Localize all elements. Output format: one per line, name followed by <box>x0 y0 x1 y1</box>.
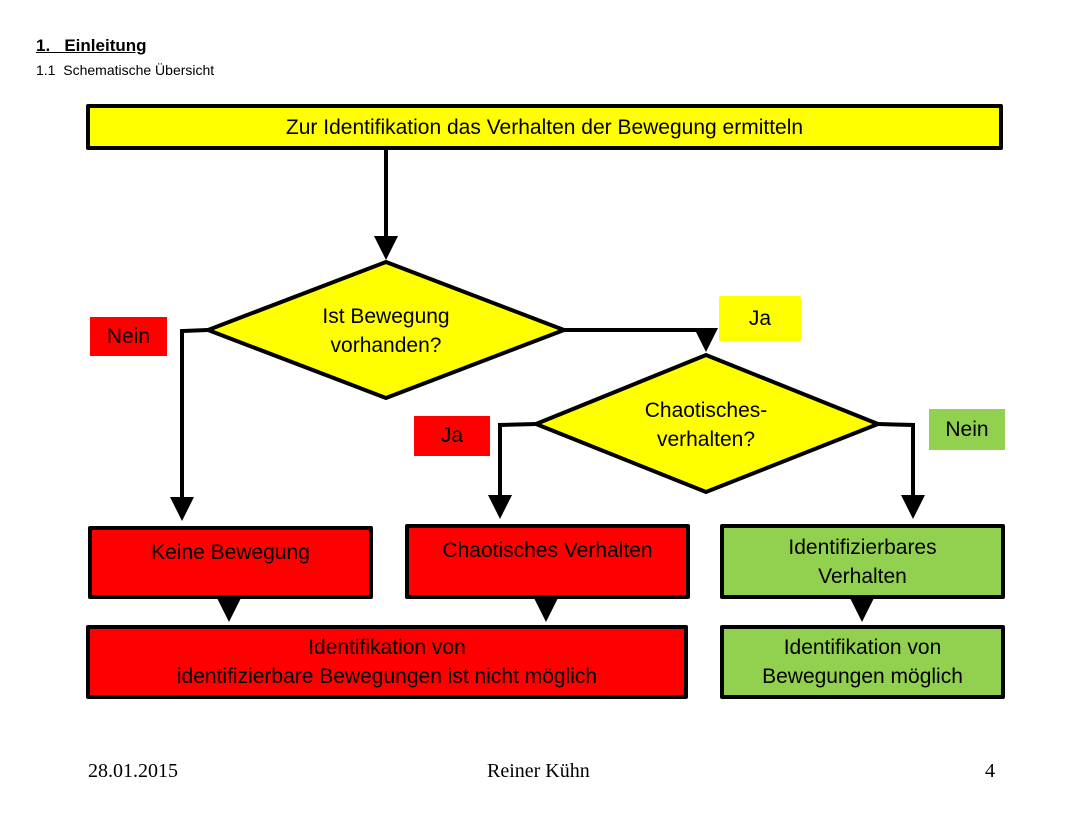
decision2-line1: Chaotisches- <box>644 399 768 422</box>
no-motion-text: Keine Bewegung <box>151 541 310 564</box>
identifiable-line2: Verhalten <box>818 564 907 588</box>
result-possible-box: Identifikation von Bewegungen möglich <box>720 625 1005 699</box>
decision2-no-label: Nein <box>929 409 1005 450</box>
footer-author: Reiner Kühn <box>487 760 590 782</box>
start-box: Zur Identifikation das Verhalten der Bew… <box>86 104 1003 150</box>
chaotic-behavior-box: Chaotisches Verhalten <box>405 524 690 599</box>
result-possible-line1: Identifikation von <box>783 636 942 659</box>
connector-decision1-no <box>170 328 209 521</box>
identifiable-behavior-box: Identifizierbares Verhalten <box>720 524 1005 599</box>
no-motion-box: Keine Bewegung <box>88 526 373 599</box>
connector-decision2-yes <box>488 422 537 519</box>
result-not-possible-line2: identifizierbare Bewegungen ist nicht mö… <box>176 665 598 688</box>
decision1-no-label: Nein <box>90 317 167 356</box>
chaotic-behavior-text: Chaotisches Verhalten <box>442 539 653 562</box>
decision2-text: Chaotisches- verhalten? <box>606 396 806 454</box>
subsection-title: 1.1 Schematische Übersicht <box>36 62 215 78</box>
identifiable-line1: Identifizierbares <box>788 535 937 559</box>
decision1-text: Ist Bewegung vorhanden? <box>286 302 486 360</box>
decision1-diamond <box>202 259 570 401</box>
result-not-possible-line1: Identifikation von <box>308 636 466 659</box>
result-possible-line2: Bewegungen möglich <box>762 665 963 688</box>
connector-decision2-no <box>877 422 925 519</box>
decision1-line2: vorhanden? <box>330 334 442 357</box>
section-title: 1. Einleitung <box>36 36 147 55</box>
decision2-line2: verhalten? <box>656 428 756 451</box>
result-not-possible-box: Identifikation von identifizierbare Bewe… <box>86 625 688 699</box>
connector-decision1-yes <box>564 328 718 352</box>
start-box-text: Zur Identifikation das Verhalten der Bew… <box>285 115 804 139</box>
footer-date: 28.01.2015 <box>88 760 178 782</box>
decision2-diamond <box>530 352 884 495</box>
decision1-line1: Ist Bewegung <box>322 305 450 328</box>
footer-page-number: 4 <box>985 760 995 782</box>
decision2-yes-label: Ja <box>414 416 490 456</box>
decision1-yes-label: Ja <box>719 296 801 341</box>
